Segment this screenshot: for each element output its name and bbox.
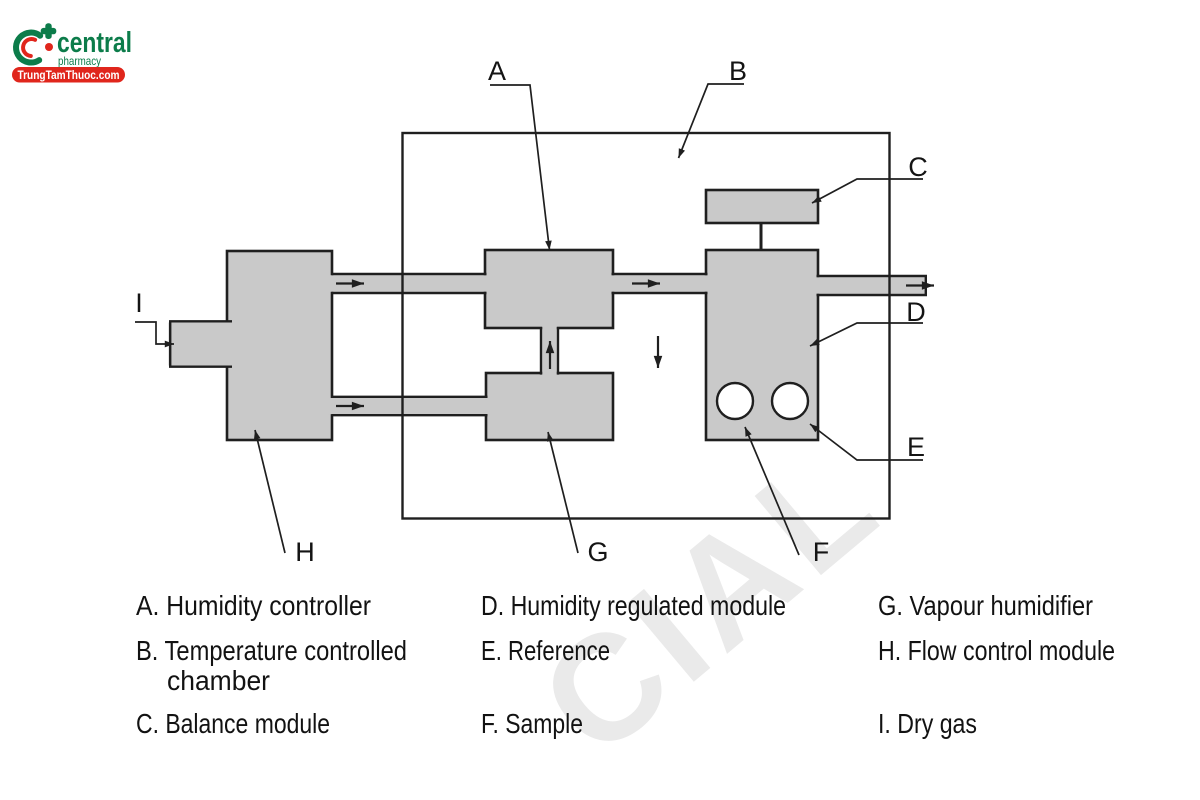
legend-item-b-line2: chamber <box>167 665 270 696</box>
legend-item-h: H. Flow control module <box>878 635 1115 666</box>
pipe-top-right-borders <box>611 272 708 295</box>
logo-dot-icon <box>45 43 53 51</box>
legend-item-a: A. Humidity controller <box>136 590 371 621</box>
label-h: H <box>295 537 315 567</box>
temperature-chamber-outline <box>401 131 891 520</box>
legend-item-d: D. Humidity regulated module <box>481 590 786 621</box>
leader-d <box>809 322 923 347</box>
logo-plus-icon <box>40 23 57 39</box>
logo-inner-arc-icon <box>21 37 38 58</box>
legend-item-e: E. Reference <box>481 635 610 666</box>
leader-g <box>546 431 579 554</box>
dvs-diagram: A B C D E F G H I <box>135 56 934 567</box>
leader-a <box>490 84 552 251</box>
logo-brand-text: central <box>57 27 132 59</box>
label-e: E <box>907 432 925 462</box>
pipe-top-left-borders <box>331 272 487 295</box>
sample-port-circle <box>715 381 755 421</box>
leader-h <box>253 429 286 554</box>
logo-tagline-text: pharmacy <box>58 54 101 68</box>
component-letters: A B C D E F G H I <box>135 56 928 567</box>
legend: A. Humidity controller B. Temperature co… <box>136 590 1115 739</box>
label-f: F <box>813 537 830 567</box>
legend-item-b: B. Temperature controlled <box>136 635 407 666</box>
flow-control-module-block <box>225 249 334 442</box>
reference-port-circle <box>770 381 810 421</box>
leader-f <box>744 426 800 556</box>
logo-badge-text: TrungTamThuoc.com <box>18 70 120 82</box>
leader-b <box>677 83 744 159</box>
humidity-controller-block <box>483 248 615 330</box>
logo-badge <box>12 67 125 83</box>
leader-i <box>135 321 174 348</box>
leader-c <box>811 178 923 204</box>
legend-item-i: I. Dry gas <box>878 708 977 739</box>
logo-c-ring-icon <box>13 29 44 66</box>
legend-item-c: C. Balance module <box>136 708 330 739</box>
vapour-connector-walls <box>539 327 560 375</box>
legend-item-f: F. Sample <box>481 708 583 739</box>
label-i: I <box>135 288 143 318</box>
pipe-bottom-left-borders <box>331 395 488 417</box>
balance-module-block <box>704 188 820 225</box>
vapour-humidifier-block <box>484 371 615 442</box>
leader-lines <box>135 83 923 556</box>
label-g: G <box>587 537 608 567</box>
pipe-outlet-fill <box>814 277 926 294</box>
inlet-stub-fill <box>168 322 232 366</box>
flow-arrows <box>336 279 934 411</box>
pipe-top-left-fill <box>328 275 490 292</box>
label-b: B <box>729 56 747 86</box>
pipe-bottom-left-fill <box>328 398 490 415</box>
pipe-borders <box>169 272 927 417</box>
label-d: D <box>906 297 926 327</box>
pipe-fills <box>168 275 926 415</box>
leader-e <box>809 423 923 461</box>
label-a: A <box>488 56 506 86</box>
legend-item-g: G. Vapour humidifier <box>878 590 1093 621</box>
logo: central pharmacy TrungTamThuoc.com <box>12 23 132 83</box>
label-c: C <box>908 152 928 182</box>
